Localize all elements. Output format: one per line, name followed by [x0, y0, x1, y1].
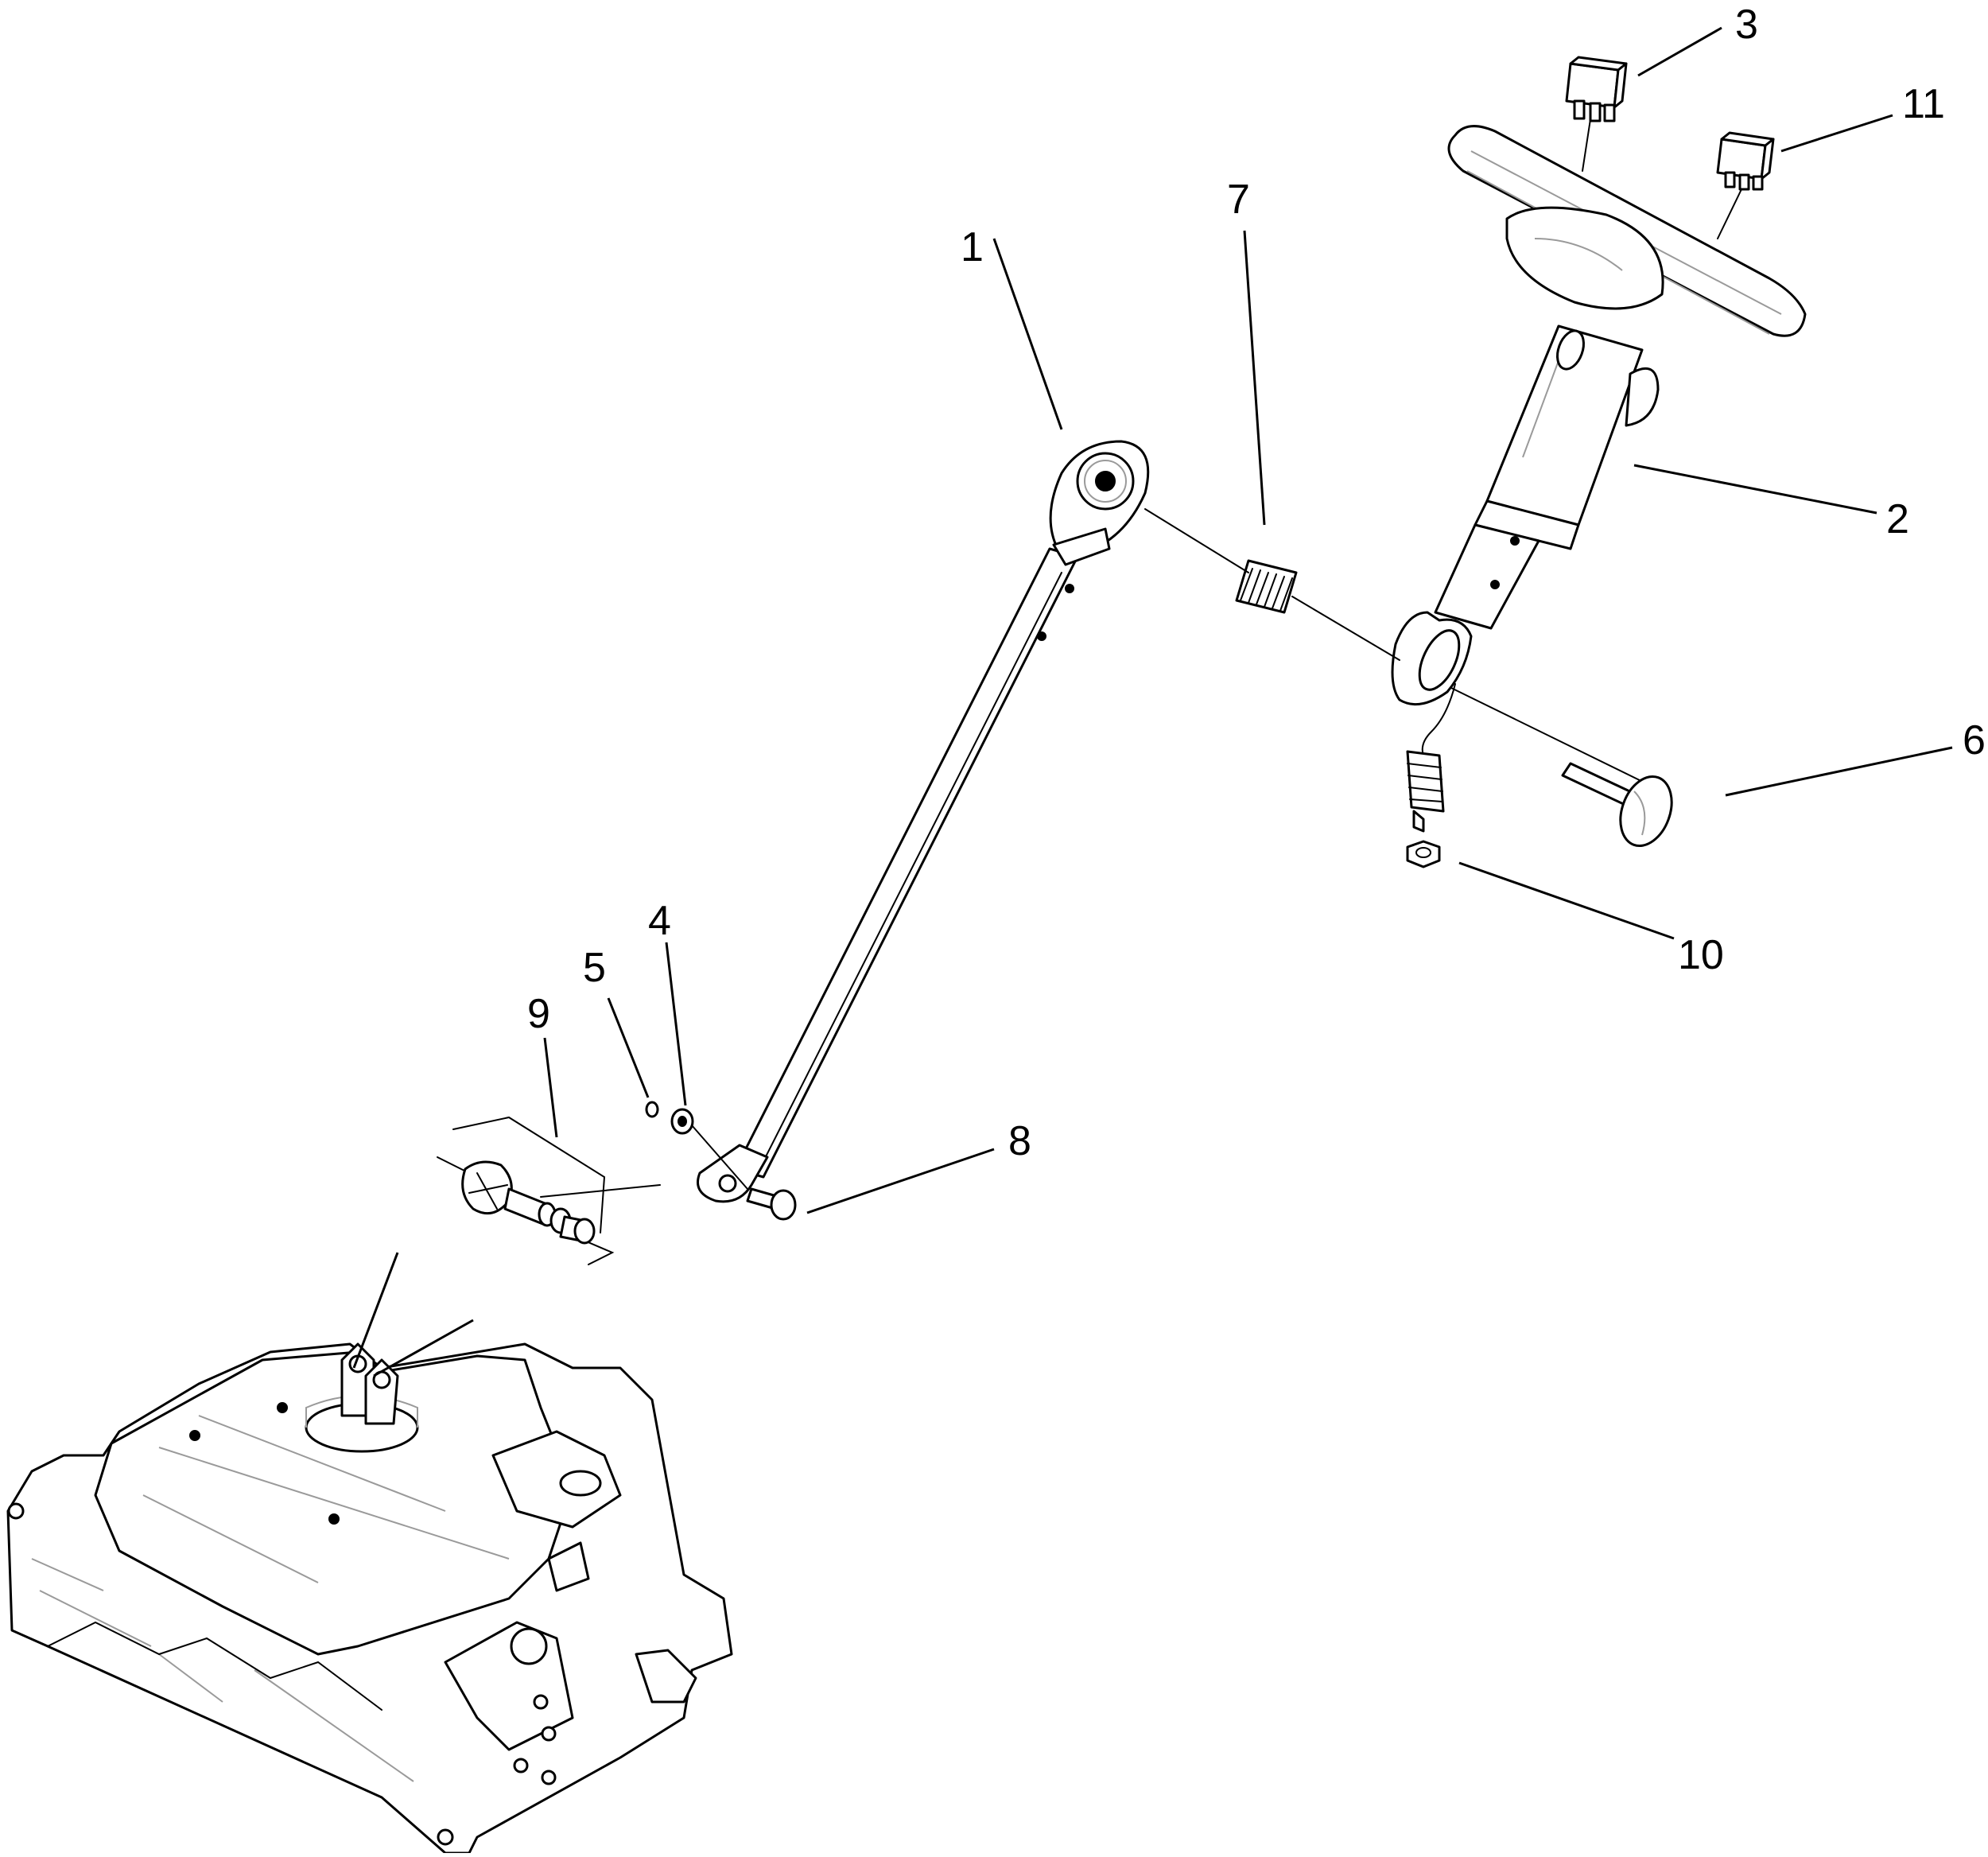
- pivot-pin-part-8: [691, 1125, 797, 1221]
- callout-6: 6: [1963, 717, 1986, 763]
- callout-labels: 1 2 3 4 5 6 7 8 9 10 11: [527, 2, 1986, 1164]
- leader-10: [1458, 861, 1675, 940]
- leader-8: [806, 1148, 995, 1214]
- callout-1: 1: [961, 224, 984, 270]
- hex-nut-part-10: [1406, 840, 1441, 868]
- leader-3: [1637, 26, 1722, 77]
- retaining-ring-part-5: [645, 1101, 659, 1118]
- adjustment-knob-part-6: [1450, 687, 1673, 848]
- callout-10: 10: [1678, 932, 1724, 978]
- leader-9: [543, 1037, 558, 1138]
- leader-1: [992, 238, 1063, 430]
- callout-9: 9: [527, 991, 550, 1037]
- leader-lines: [352, 26, 1953, 1377]
- callout-4: 4: [648, 898, 671, 944]
- explode-line-base-right: [373, 1319, 474, 1377]
- rocker-switch-part-11: [1716, 131, 1775, 239]
- leader-6: [1725, 746, 1953, 797]
- washer-part-4: [670, 1108, 694, 1135]
- leader-11: [1780, 114, 1893, 153]
- steering-shaft-part-1: [697, 440, 1150, 1203]
- steering-wheel-assembly-part-2: [1391, 125, 1807, 706]
- callout-11: 11: [1902, 81, 1945, 127]
- callout-3: 3: [1735, 2, 1758, 48]
- leader-4: [665, 942, 687, 1106]
- callout-8: 8: [1008, 1118, 1031, 1164]
- leader-5: [607, 997, 650, 1098]
- rocker-switch-part-3: [1565, 56, 1628, 172]
- cable-grommet-part-10: [1406, 683, 1456, 833]
- bushing-kit-part-9: [437, 1116, 661, 1265]
- spring-part-7: [1144, 508, 1400, 661]
- callout-5: 5: [583, 945, 606, 991]
- leader-2: [1633, 464, 1877, 515]
- callout-7: 7: [1227, 177, 1250, 223]
- callout-2: 2: [1886, 496, 1909, 542]
- explode-line-base-left: [352, 1252, 399, 1369]
- leader-7: [1243, 230, 1266, 526]
- base-housing-unit: [6, 1342, 733, 1855]
